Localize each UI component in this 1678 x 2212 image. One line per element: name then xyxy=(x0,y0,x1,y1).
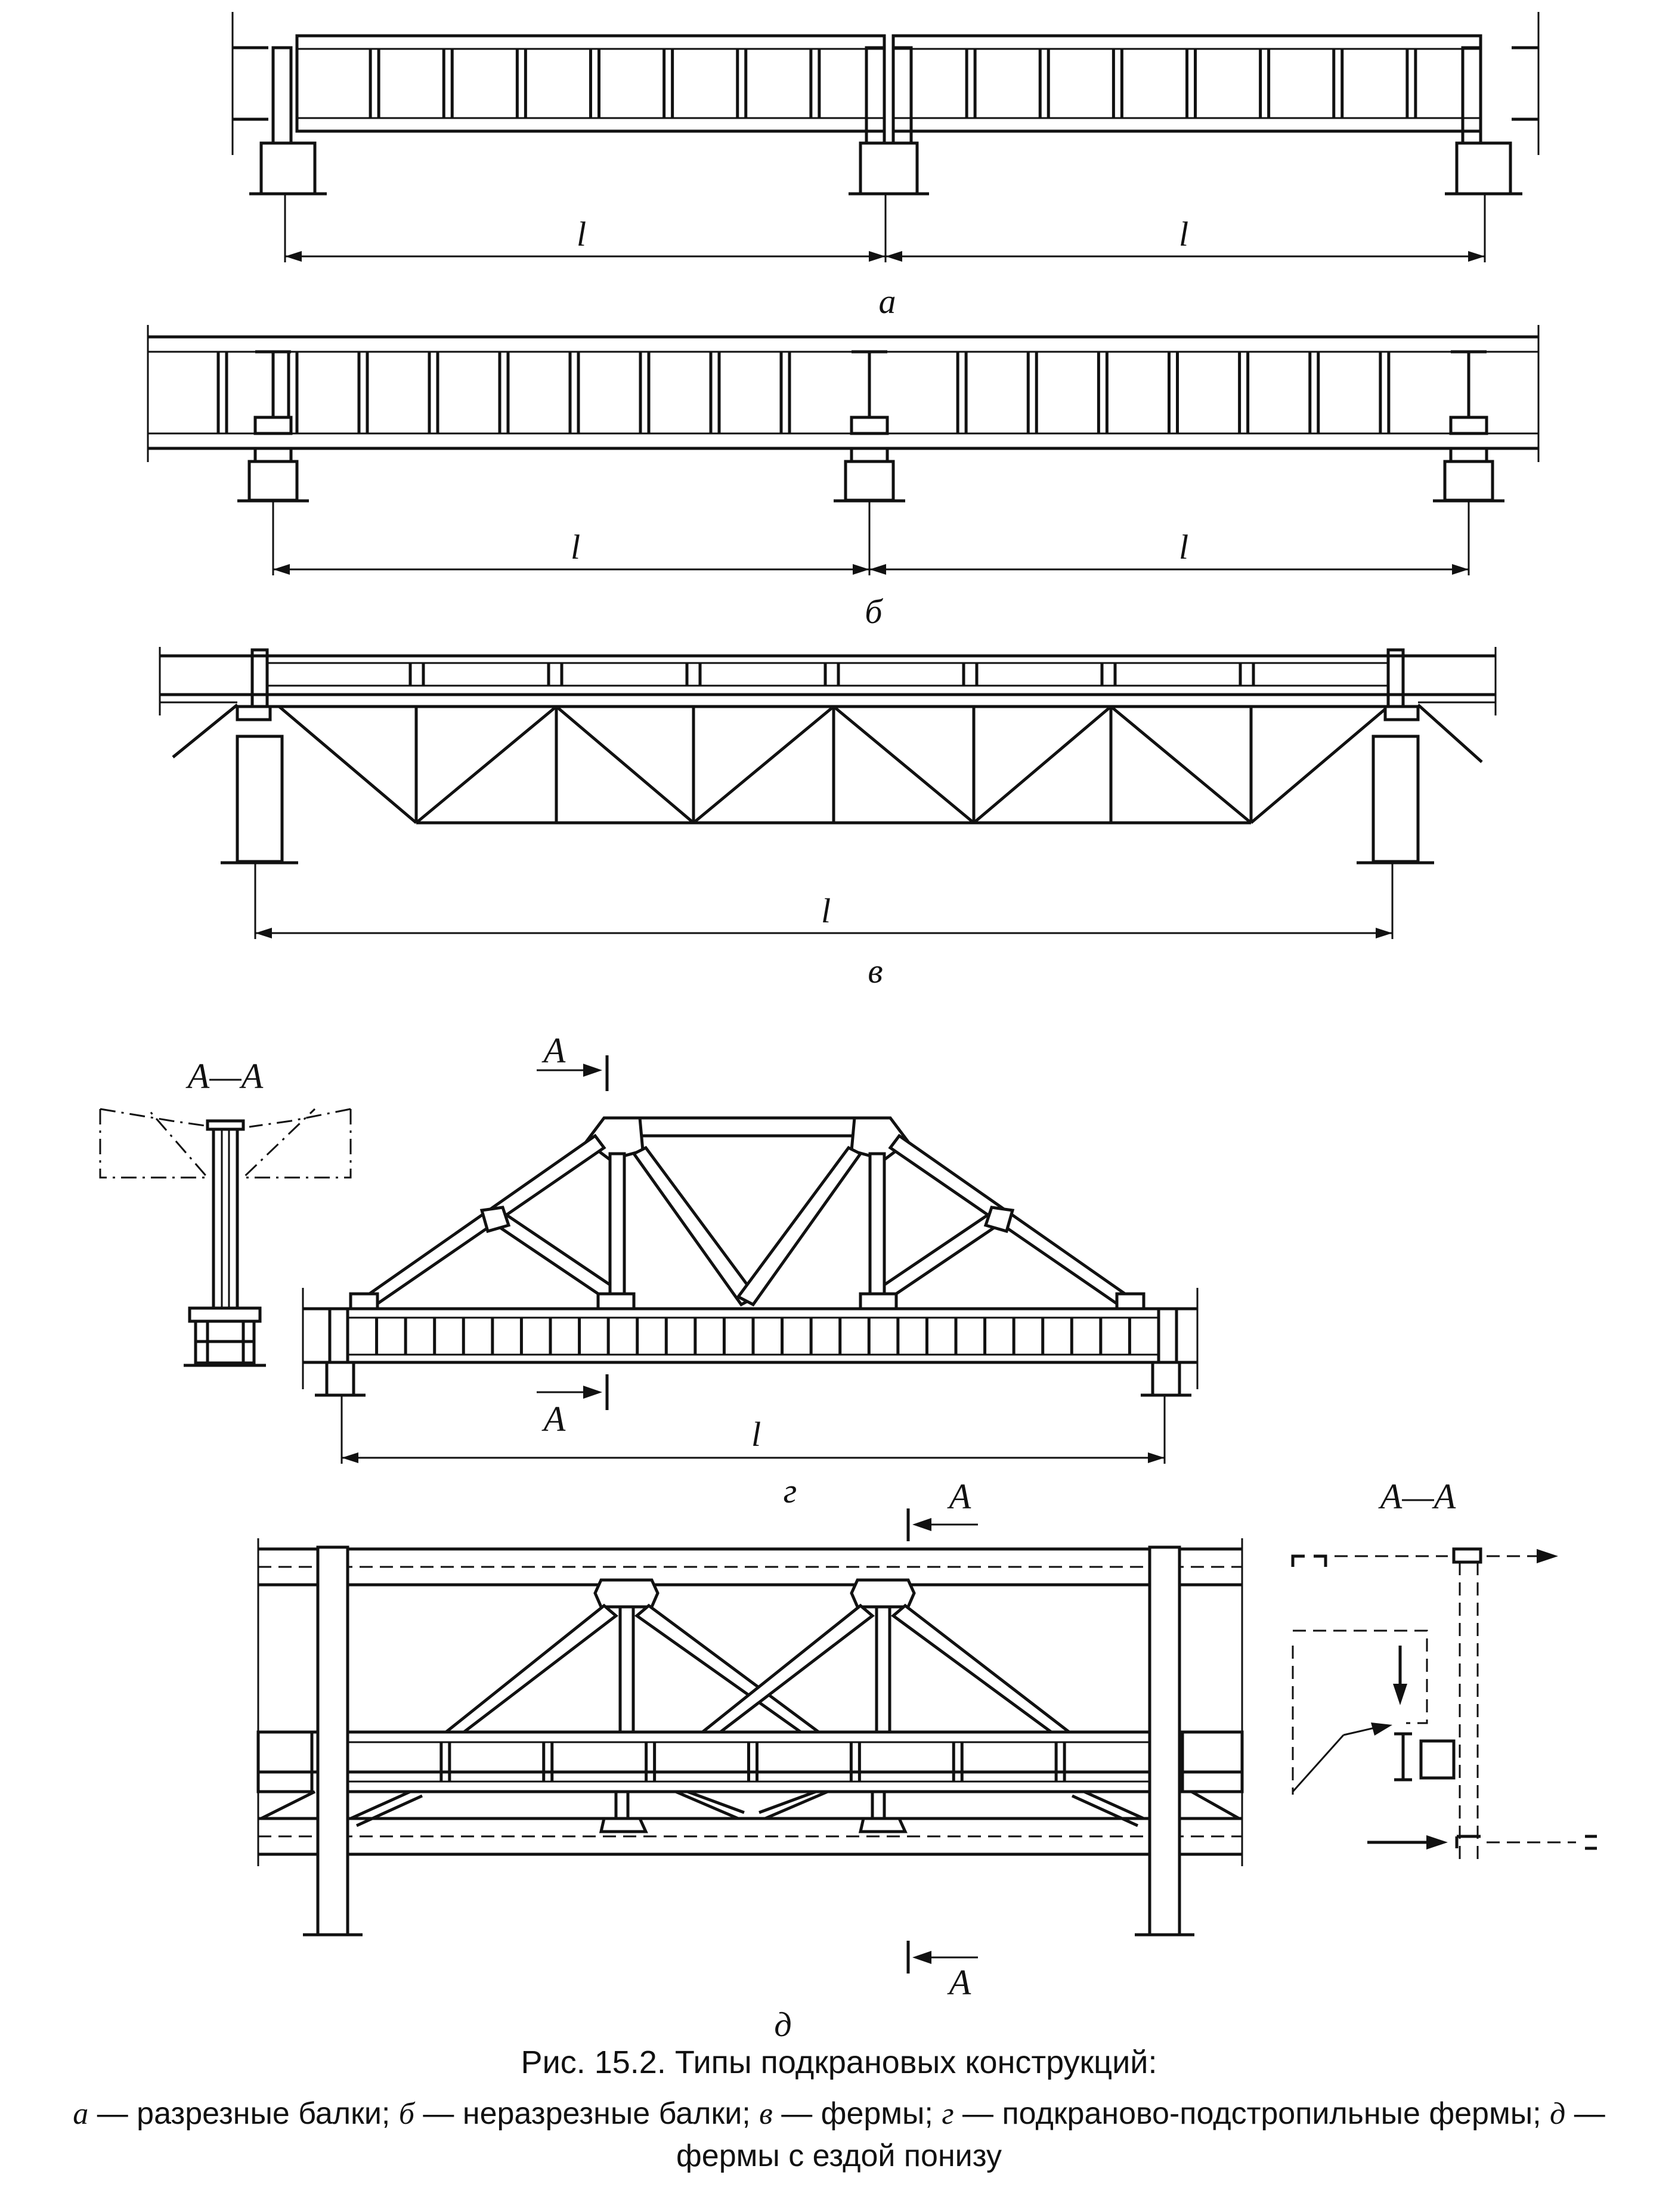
diagonal xyxy=(973,705,1112,824)
figure-caption: Рис. 15.2. Типы подкрановых конструкций:… xyxy=(36,2039,1642,2177)
diagonal xyxy=(1110,705,1252,824)
truss-g-web xyxy=(349,1133,1146,1311)
diagonal xyxy=(415,705,558,824)
section-aa-right: А—А xyxy=(1291,1477,1597,1860)
diagram-d-lower-riding-truss: А А xyxy=(256,1477,1597,2044)
diagram-label-a: а xyxy=(879,282,896,321)
section-mark-top: А xyxy=(541,1031,566,1070)
span-label-a2: l xyxy=(1179,215,1188,253)
caption-title: Рис. 15.2. Типы подкрановых конструкций: xyxy=(521,2044,1157,2080)
support-stiffener-mid xyxy=(850,350,889,435)
caption-text-v: фермы xyxy=(821,2096,925,2131)
caption-text-b: неразрезные балки xyxy=(462,2096,742,2131)
diagram-a-split-beams: l l а xyxy=(231,12,1540,321)
span-label-b2: l xyxy=(1179,528,1188,566)
d-stiffeners xyxy=(439,1742,1066,1782)
a-stiffeners xyxy=(369,49,1417,118)
section-aa-left: А—А xyxy=(99,1057,352,1367)
v-posts xyxy=(408,663,1255,686)
diagram-label-v: в xyxy=(868,952,883,990)
caption-text-a: разрезные балки xyxy=(137,2096,382,2131)
g-stiffeners xyxy=(375,1318,1131,1355)
b-stiffeners xyxy=(216,352,1391,433)
section-mark-d-bottom: А xyxy=(947,1963,971,2002)
caption-letter-d: д xyxy=(1549,2097,1566,2131)
diagonal xyxy=(832,705,975,824)
section-mark-d-top: А xyxy=(947,1477,971,1516)
span-label-v: l xyxy=(821,891,831,930)
diagonal xyxy=(555,705,695,824)
span-label-a1: l xyxy=(577,215,586,253)
section-title-left: А—А xyxy=(185,1057,264,1096)
caption-text-d: фермы с ездой понизу xyxy=(676,2139,1002,2173)
caption-text-g: подкраново-подстропильные фермы xyxy=(1002,2096,1533,2131)
section-title-right: А—А xyxy=(1378,1477,1456,1516)
caption-letter-b: б xyxy=(398,2097,414,2131)
diagram-b-continuous-beams: l l б xyxy=(147,325,1540,631)
section-mark-bottom: А xyxy=(541,1399,566,1439)
caption-letter-v: в xyxy=(759,2097,773,2131)
span-label-g: l xyxy=(751,1415,761,1454)
diagram-v-trusses: l в xyxy=(159,647,1497,990)
diagram-label-b: б xyxy=(865,592,883,631)
diagram-label-d: д xyxy=(774,2005,791,2044)
caption-description: а — разрезные балки; б — неразрезные бал… xyxy=(73,2096,1605,2173)
caption-letter-a: а xyxy=(73,2097,89,2131)
diagram-g-crane-rafter-truss: А—А А А xyxy=(99,1031,1199,1510)
support-stiffener-left xyxy=(253,350,293,435)
span-label-b1: l xyxy=(571,528,580,566)
v-web xyxy=(414,705,1253,824)
support-stiffener-right xyxy=(1449,350,1488,435)
caption-letter-g: г xyxy=(942,2097,954,2131)
diagram-label-g: г xyxy=(784,1471,797,1510)
diagonal xyxy=(692,705,835,824)
